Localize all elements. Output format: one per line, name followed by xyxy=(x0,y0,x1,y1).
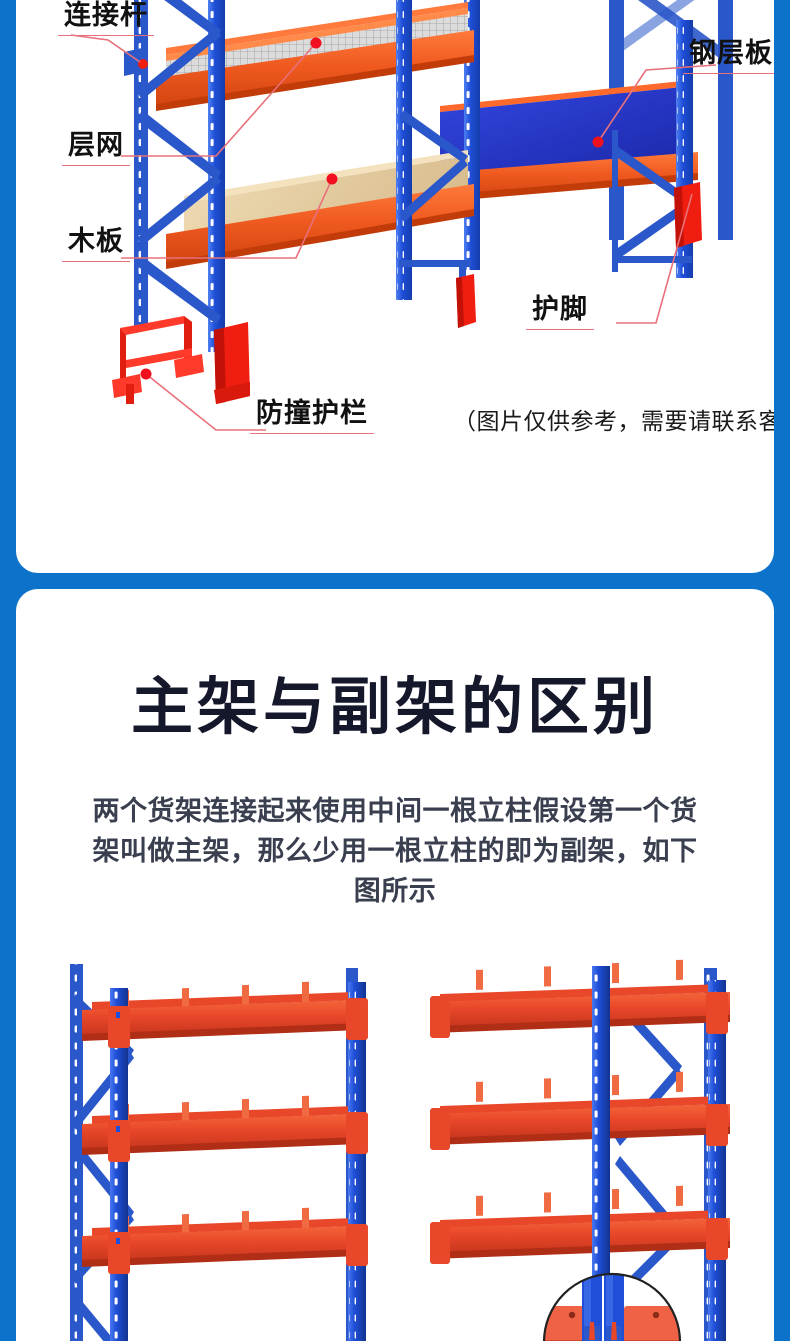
callout-label-steel-shelf: 钢层板 xyxy=(683,38,774,74)
callout-label-wood-board: 木板 xyxy=(62,226,130,262)
image-disclaimer-text: （图片仅供参考，需要请联系客服） xyxy=(453,408,774,434)
rack-illustration-stage: 连接杆 层网 木板 钢层板 护脚 防撞护栏 （图片仅供参考，需要请联系客服） xyxy=(16,0,774,500)
section-heading: 主架与副架的区别 xyxy=(130,673,659,742)
section-body-text: 两个货架连接起来使用中间一根立柱假设第一个货架叫做主架，那么少用一根立柱的即为副… xyxy=(92,796,698,906)
frame-comparison-card: 主架与副架的区别 两个货架连接起来使用中间一根立柱假设第一个货架叫做主架，那么少… xyxy=(16,589,774,1341)
main-vs-sub-frame-diagram xyxy=(70,959,730,1341)
callout-label-foot-guard: 护脚 xyxy=(526,294,594,330)
callout-label-connecting-rod: 连接杆 xyxy=(58,0,154,36)
parts-diagram: 连接杆 层网 木板 钢层板 护脚 防撞护栏 （图片仅供参考，需要请联系客服） xyxy=(16,0,774,573)
shared-upright-detail-magnifier xyxy=(542,1272,682,1341)
callout-label-collision-guard: 防撞护栏 xyxy=(250,398,374,434)
sub-frame-rack xyxy=(430,959,730,1341)
callout-label-wire-mesh: 层网 xyxy=(62,130,130,166)
parts-diagram-card: 连接杆 层网 木板 钢层板 护脚 防撞护栏 （图片仅供参考，需要请联系客服） xyxy=(16,0,774,573)
main-frame-rack xyxy=(70,964,368,1341)
warehouse-rack-illustration xyxy=(70,0,733,431)
frame-comparison-illustration xyxy=(16,954,774,1341)
